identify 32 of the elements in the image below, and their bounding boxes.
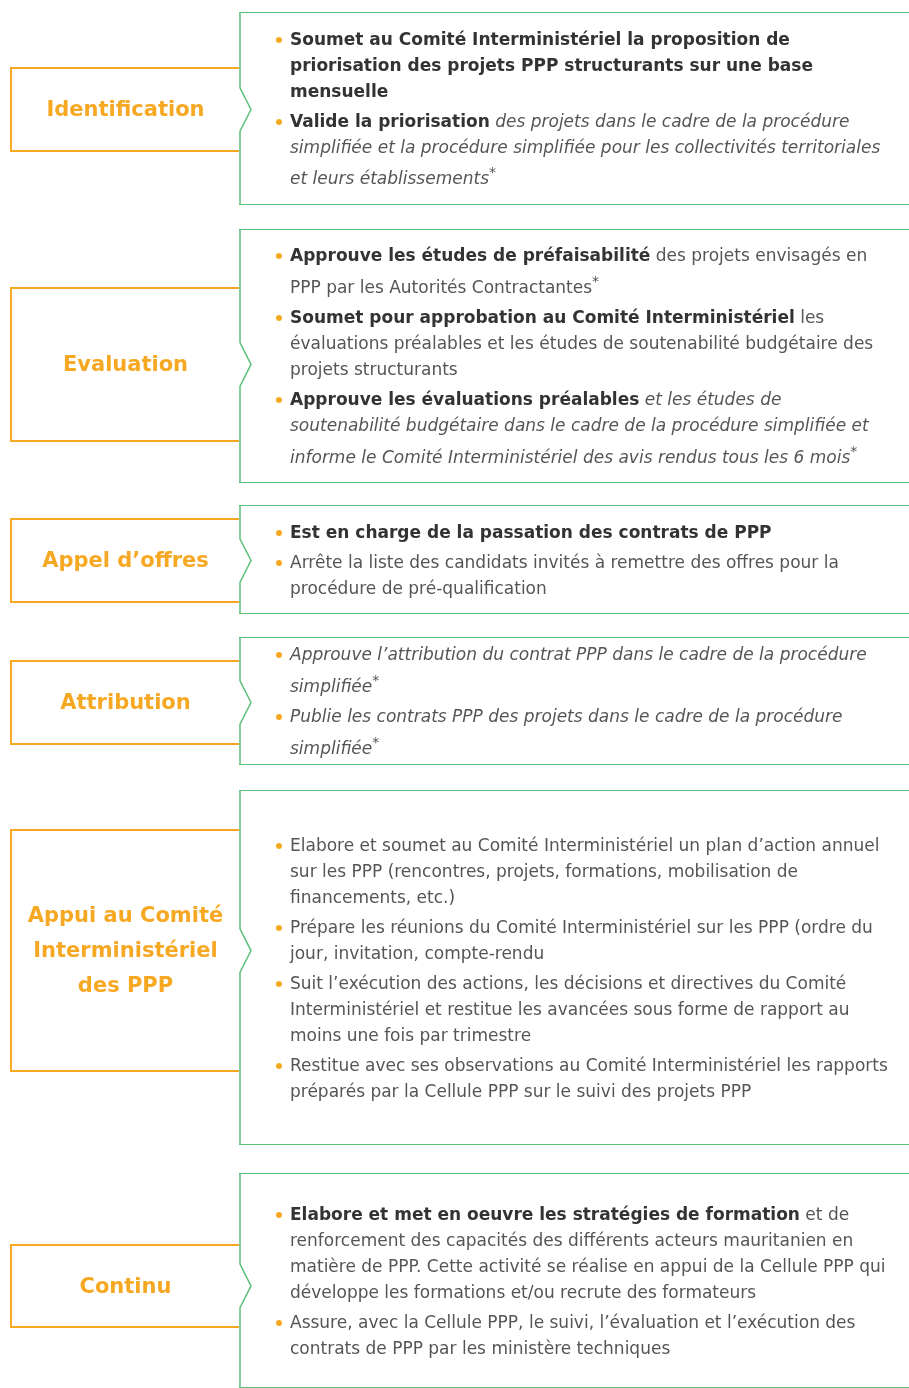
stage-title: Identification bbox=[45, 96, 206, 123]
bullet-text: Assure, avec la Cellule PPP, le suivi, l’évaluation et l’exécution des contrats de PPP par les ministère techniques bbox=[290, 1311, 856, 1358]
stage-box bbox=[10, 287, 239, 442]
bullet-text: Elabore et met en oeuvre les stratégies de formation et de renforcement des capacités des différents acteurs mauritanien en matière de PPP. Cette activité se réalise en appui de la Cellule PPP qui développe les formations et/ou recrute des formateurs bbox=[290, 1203, 886, 1302]
task-panel bbox=[239, 229, 909, 483]
bullet-text: Approuve l’attribution du contrat PPP dans le cadre de la procédure simplifiée$^{*}$ bbox=[290, 644, 867, 696]
bullet-text: Arrête la liste des candidats invités à remettre des offres pour la procédure de pré-qualification bbox=[290, 551, 839, 598]
bullet-text: Elabore et soumet au Comité Interministériel un plan d’action annuel sur les PPP (rencontres, projets, formations, mobilisation de financements, etc.) bbox=[290, 834, 880, 907]
task-panel bbox=[239, 790, 909, 1145]
task-panel bbox=[239, 637, 909, 765]
task-panel bbox=[239, 505, 909, 614]
stage-box bbox=[10, 67, 239, 152]
stage-title: Evaluation bbox=[61, 351, 190, 378]
task-panel bbox=[239, 1173, 909, 1388]
stage-box bbox=[10, 518, 239, 603]
bullet-text: Est en charge de la passation des contrats de PPP bbox=[290, 521, 772, 542]
bullet-text: Publie les contrats PPP des projets dans le cadre de la procédure simplifiée$^{*}$ bbox=[290, 706, 843, 758]
stage-title: Attribution bbox=[59, 689, 192, 716]
stage-title: Continu bbox=[78, 1272, 173, 1300]
stage-title: Appel d’offres bbox=[41, 547, 210, 574]
task-panel bbox=[239, 12, 909, 205]
bullet-text: Approuve les évaluations préalables et les études de soutenabilité budgétaire dans le cadre de la procédure simplifiée et informe le Comité Interministériel des avis rendus tous les 6 mois$^{*}$ bbox=[290, 389, 869, 467]
stage-box bbox=[10, 660, 239, 745]
bullet-text: Valide la priorisation des projets dans le cadre de la procédure simplifiée et la procédure simplifiée pour les collectivités territoriales et leurs établissements$^{*}$ bbox=[290, 110, 881, 189]
bullet-text: Prépare les réunions du Comité Interministériel sur les PPP (ordre du jour, invitation, compte-rendu bbox=[290, 916, 873, 963]
bullet-text: Suit l’exécution des actions, les décisions et directives du Comité Interministériel et restitue les avancées sous forme de rapport au moins une fois par trimestre bbox=[290, 972, 850, 1045]
stage-box bbox=[10, 1244, 239, 1328]
bullet-text: Soumet au Comité Interministériel la proposition de priorisation des projets PPP structurants sur une base mensuelle bbox=[290, 28, 813, 101]
bullet-text: Restitue avec ses observations au Comité Interministériel les rapports préparés par la Cellule PPP sur le suivi des projets PPP bbox=[290, 1054, 888, 1101]
bullet-text: Approuve les études de préfaisabilité des projets envisagés en PPP par les Autorités Contractantes$^{*}$ bbox=[290, 245, 868, 297]
stage-box bbox=[10, 829, 239, 1072]
stage-title: Appui au Comité Interministériel des PPP bbox=[26, 902, 225, 999]
